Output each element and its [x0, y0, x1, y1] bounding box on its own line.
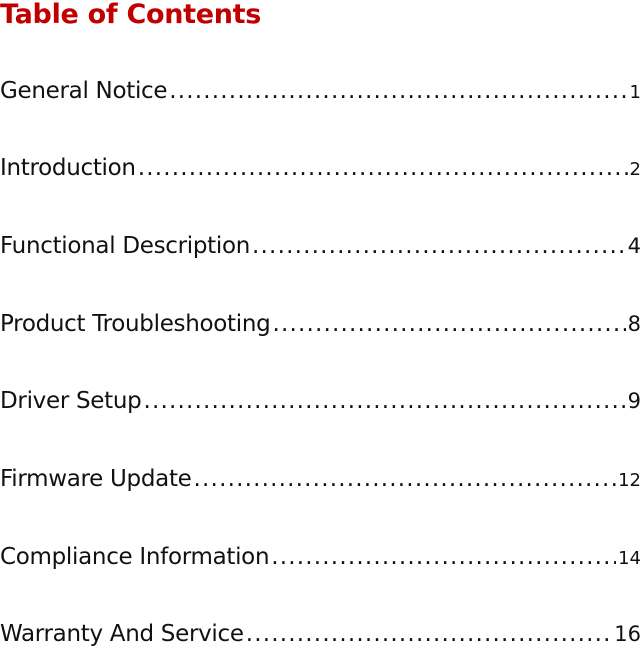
toc-entry-general-notice[interactable]: General Notice 1 [0, 74, 641, 108]
toc-entry-page: 4 [627, 234, 641, 258]
page-title: Table of Contents [0, 0, 262, 30]
toc-entry-page: 1 [629, 82, 641, 103]
toc-entry-label: Warranty And Service [0, 621, 244, 647]
toc-entry-functional-description[interactable]: Functional Description 4 [0, 229, 641, 263]
toc-entry-warranty-and-service[interactable]: Warranty And Service 16 [0, 617, 641, 651]
dot-leader [271, 540, 616, 574]
dot-leader [246, 617, 613, 651]
dot-leader [272, 307, 625, 341]
toc-entry-page: 2 [629, 159, 641, 180]
toc-entry-page: 8 [627, 312, 641, 336]
toc-entry-driver-setup[interactable]: Driver Setup 9 [0, 384, 641, 418]
toc-entry-page: 14 [618, 548, 641, 569]
toc-entry-page: 12 [618, 470, 641, 491]
dot-leader [143, 384, 625, 418]
dot-leader [169, 74, 627, 108]
toc-entry-label: Functional Description [0, 233, 251, 259]
toc-entry-label: Product Troubleshooting [0, 311, 271, 337]
dot-leader [252, 229, 626, 263]
dot-leader [138, 151, 628, 185]
dot-leader [194, 462, 617, 496]
toc-entry-label: Compliance Information [0, 544, 270, 570]
toc-entry-page: 9 [627, 389, 641, 413]
toc-entry-label: General Notice [0, 78, 168, 104]
toc-entry-page: 16 [614, 622, 641, 646]
toc-entry-compliance-information[interactable]: Compliance Information 14 [0, 540, 641, 574]
toc-entry-introduction[interactable]: Introduction 2 [0, 151, 641, 185]
toc-entry-product-troubleshooting[interactable]: Product Troubleshooting 8 [0, 307, 641, 341]
toc-entry-label: Firmware Update [0, 466, 192, 492]
toc-entry-label: Driver Setup [0, 388, 142, 414]
toc-entry-label: Introduction [0, 155, 136, 181]
toc-entry-firmware-update[interactable]: Firmware Update 12 [0, 462, 641, 496]
